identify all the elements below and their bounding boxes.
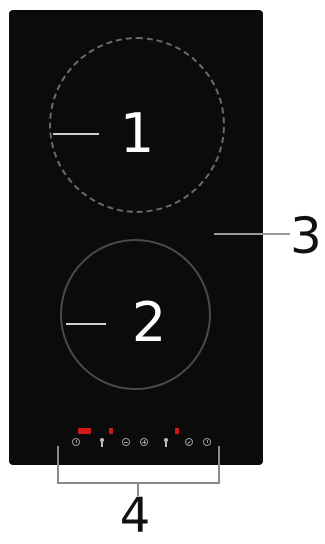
cooking-zone-1 xyxy=(49,37,225,213)
controls-bracket xyxy=(57,446,220,484)
clock-icon xyxy=(72,438,80,446)
callout-leader-2 xyxy=(66,323,106,325)
callout-leader-1 xyxy=(53,133,99,135)
cooking-zone-2 xyxy=(60,239,211,390)
zone-select-icon xyxy=(100,438,104,447)
display-led xyxy=(78,428,91,434)
zone-led xyxy=(109,428,113,434)
callout-number-3: 3 xyxy=(290,207,322,265)
zone-select-icon xyxy=(164,438,168,447)
callout-leader-3 xyxy=(214,233,290,235)
power-icon xyxy=(203,438,211,446)
callout-number-1: 1 xyxy=(119,102,155,165)
ceramic-cooktop: 1 2 xyxy=(9,10,263,465)
minus-icon xyxy=(122,438,130,446)
callout-number-2: 2 xyxy=(131,291,167,354)
callout-number-4: 4 xyxy=(119,488,151,544)
lock-icon xyxy=(185,438,193,446)
plus-icon xyxy=(140,438,148,446)
controls-bracket-stem xyxy=(137,484,139,496)
zone-led xyxy=(175,428,179,434)
